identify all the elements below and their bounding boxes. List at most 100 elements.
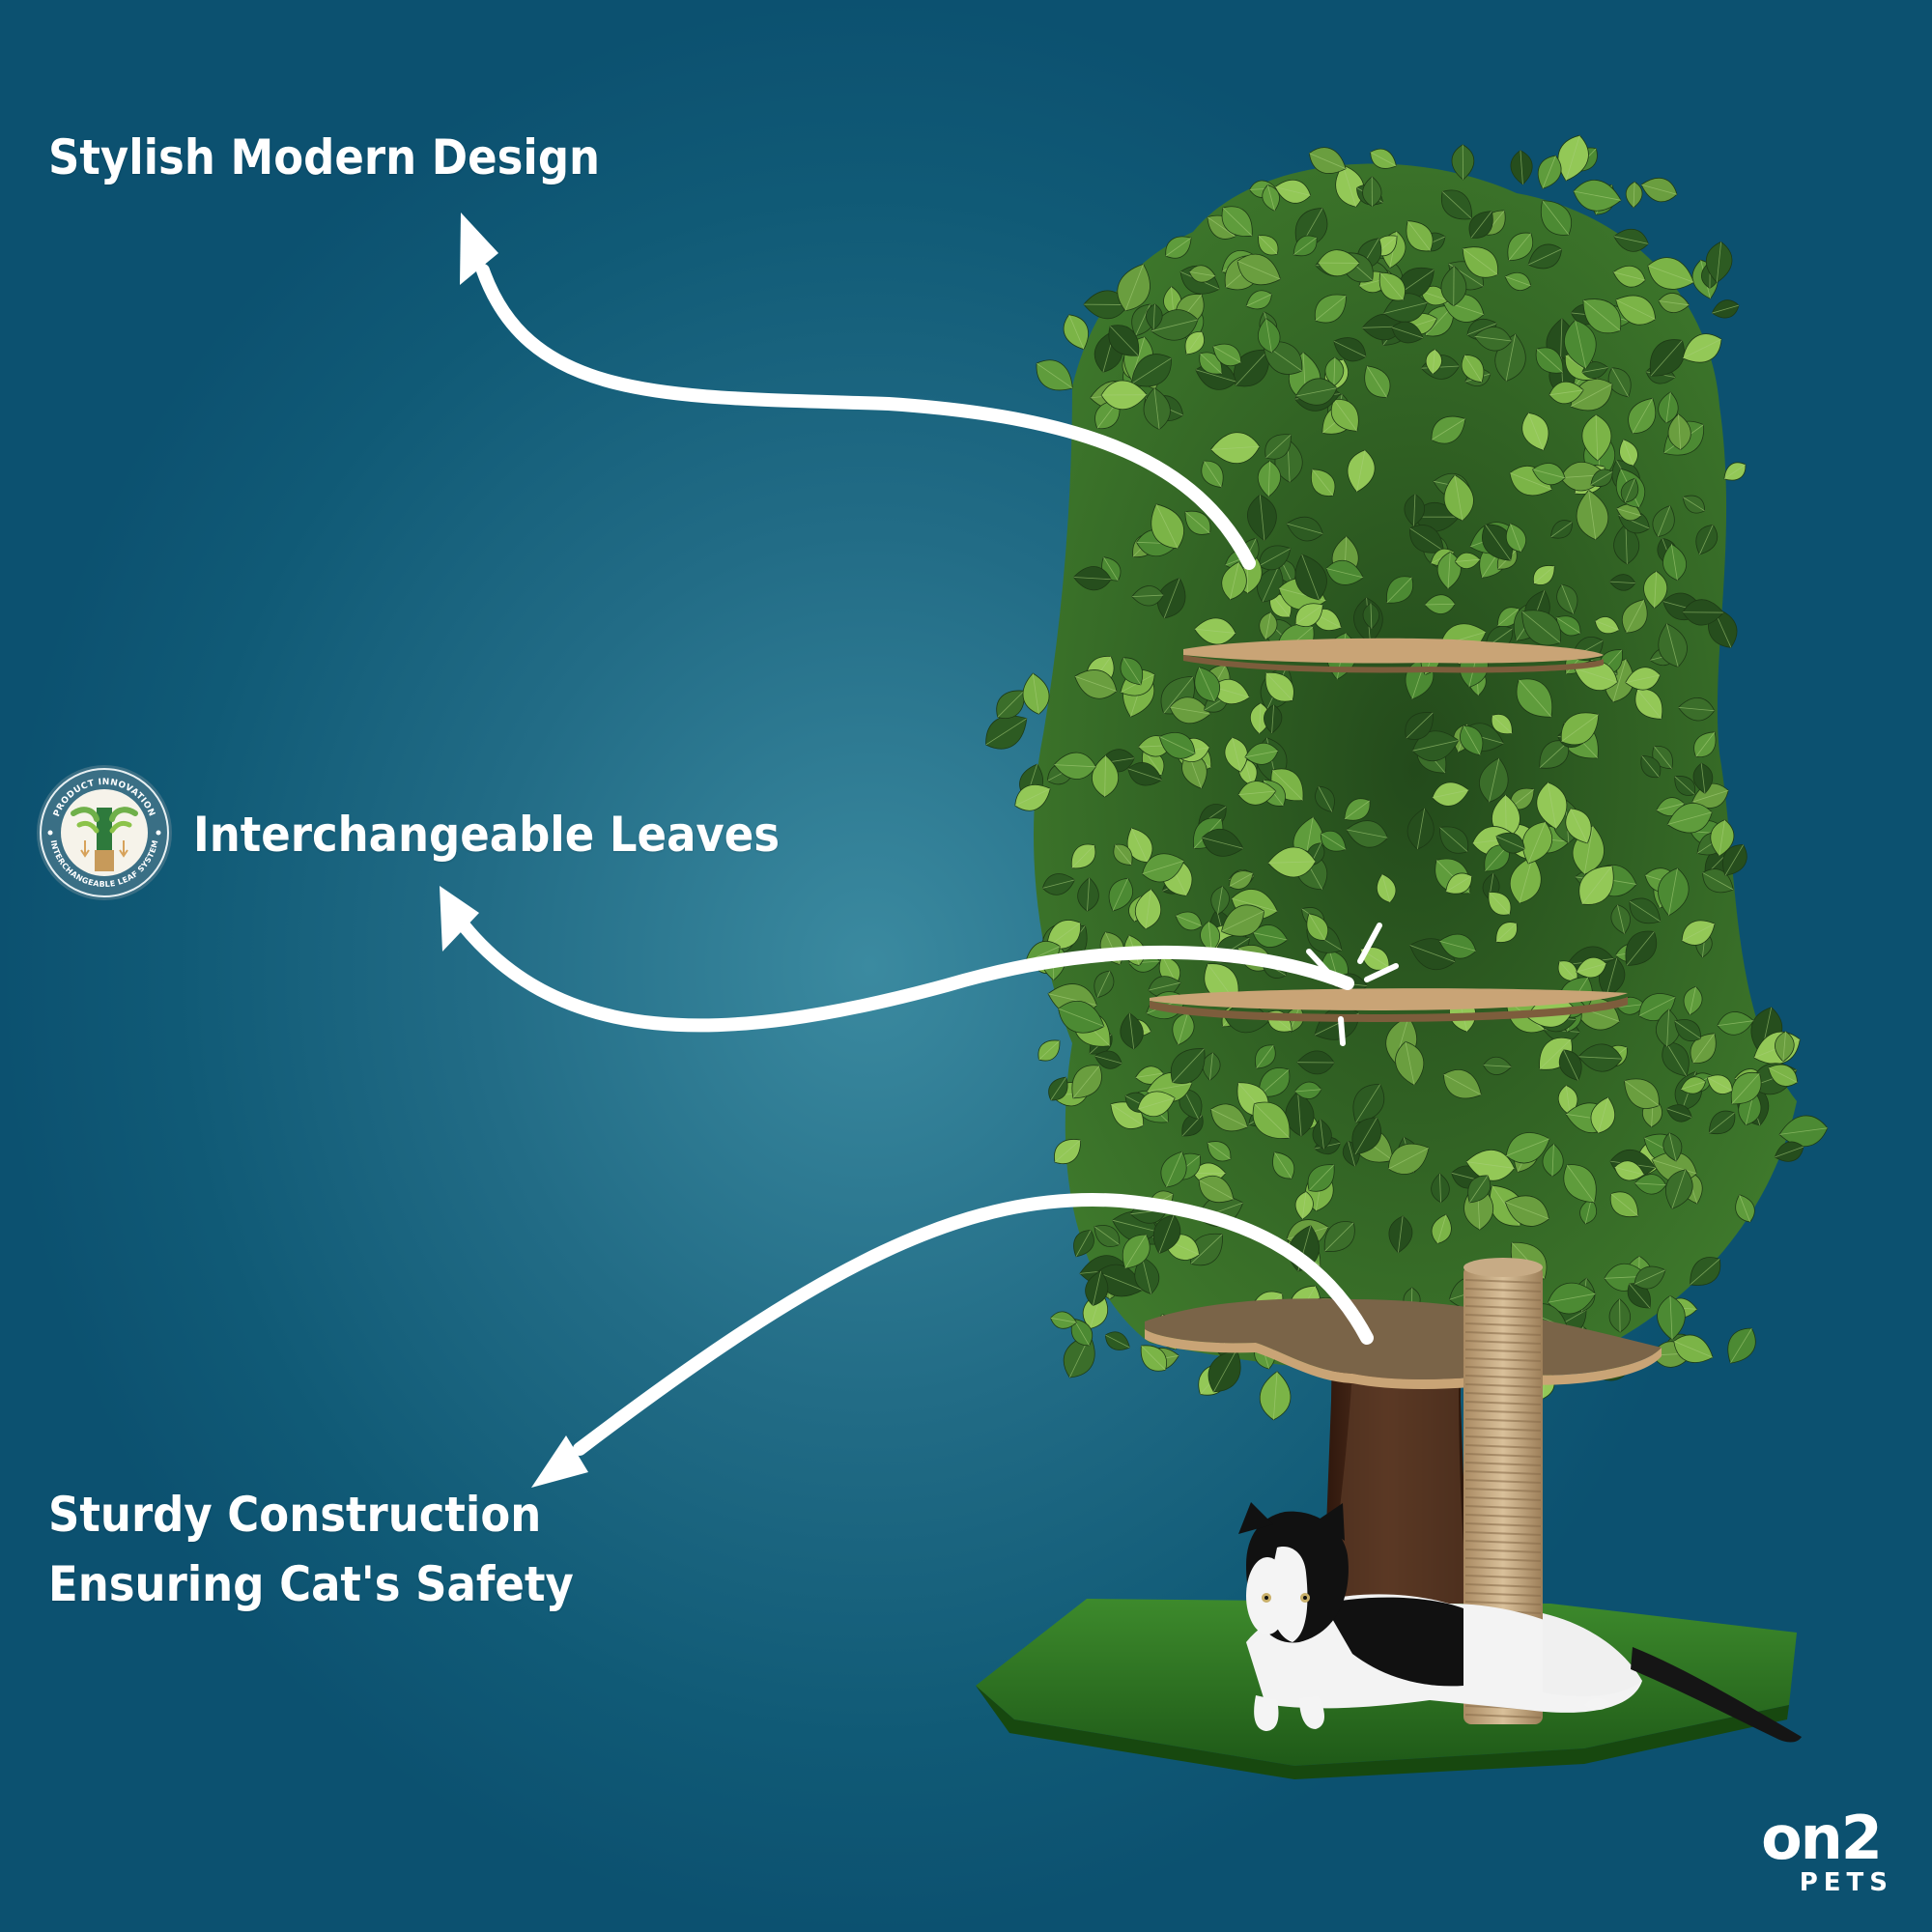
feature-sturdy-line2: Ensuring Cat's Safety	[48, 1556, 574, 1612]
leaf	[1364, 365, 1391, 398]
leaf-vein	[1712, 304, 1740, 314]
leaf-vein	[1370, 152, 1397, 167]
leaf-vein	[1152, 303, 1155, 330]
leaf-vein	[1265, 672, 1293, 701]
leaf-vein	[1610, 1193, 1639, 1217]
leaf-vein	[1561, 583, 1575, 614]
leaf-vein	[1576, 963, 1606, 973]
leaf	[1194, 667, 1220, 702]
leaf-vein	[1309, 153, 1347, 170]
leaf-vein	[1692, 1033, 1716, 1064]
leaf-vein	[1614, 1166, 1645, 1176]
leaf-vein	[1014, 788, 1051, 807]
leaf-vein	[1096, 1271, 1143, 1291]
arrows	[457, 264, 1374, 1456]
leaf-vein	[1321, 833, 1347, 850]
leaf	[1063, 314, 1089, 351]
leaf-vein	[1565, 135, 1580, 182]
leaf-vein	[1165, 237, 1192, 257]
arrow-sturdy	[573, 1193, 1374, 1456]
leaf-vein	[1674, 776, 1695, 795]
leaf-vein	[1439, 1173, 1441, 1203]
leaf-vein	[1038, 1040, 1061, 1061]
leaf-vein	[1505, 1138, 1550, 1156]
rope-line	[1464, 1392, 1542, 1397]
leaf-vein	[1267, 461, 1270, 497]
leaf-vein	[1581, 367, 1608, 373]
leaf-vein	[1625, 524, 1628, 564]
leaf-vein	[1073, 577, 1112, 581]
leaf-vein	[1629, 900, 1661, 923]
leaf-vein	[1625, 674, 1661, 683]
leaf-vein	[1636, 689, 1662, 720]
leaf	[1122, 1234, 1151, 1269]
leaf-vein	[1563, 1049, 1579, 1081]
leaf-vein	[1439, 827, 1468, 852]
rope-line	[1464, 1479, 1542, 1484]
leaf-vein	[1105, 1334, 1130, 1349]
leaf-vein	[1581, 865, 1613, 905]
leaf-vein	[1366, 365, 1387, 398]
innovation-badge-icon: PRODUCT INNOVATION INTERCHANGEABLE LEAF …	[37, 765, 172, 900]
leaf-vein	[1570, 384, 1613, 408]
rope-line	[1464, 1496, 1542, 1501]
leaf-vein	[1565, 1085, 1571, 1116]
leaf-vein	[1172, 1048, 1205, 1083]
leaf	[1201, 460, 1224, 488]
leaf-vein	[1207, 1142, 1232, 1160]
leaf-vein	[1624, 1080, 1660, 1106]
leaf-vein	[1050, 1317, 1077, 1323]
leaf-vein	[1208, 921, 1212, 952]
leaf-vein	[1320, 1119, 1324, 1150]
rope-line	[1464, 1531, 1542, 1536]
leaf-vein	[1590, 471, 1613, 486]
leaf	[1682, 333, 1722, 363]
leaf-vein	[1324, 1222, 1354, 1252]
leaf-vein	[1702, 872, 1734, 891]
leaf	[1117, 263, 1151, 312]
leaf-vein	[1605, 957, 1618, 998]
leaf-vein	[1124, 264, 1144, 311]
leaf	[1443, 1069, 1482, 1099]
rope-line	[1464, 1331, 1542, 1336]
leaf-vein	[1657, 505, 1671, 537]
leaf-vein	[1617, 904, 1625, 934]
leaf-vein	[1680, 1081, 1706, 1091]
leaf-vein	[1495, 836, 1525, 850]
leaf-vein	[1301, 554, 1320, 600]
leaf-vein	[1615, 298, 1656, 320]
rope-line	[1464, 1583, 1542, 1588]
leaf-vein	[1094, 1226, 1120, 1245]
leaf-vein	[1151, 319, 1199, 332]
leaf-vein	[1669, 1295, 1673, 1340]
leaf-vein	[1570, 808, 1588, 844]
leaf-vein	[1613, 236, 1649, 244]
leaf-vein	[1318, 785, 1333, 812]
leaf-vein	[1185, 331, 1203, 355]
leaf-vein	[1667, 811, 1713, 825]
leaf-vein	[1542, 156, 1556, 189]
leaf-vein	[1739, 1194, 1751, 1223]
leaf-vein	[1388, 1147, 1430, 1170]
feature-leaves-label: Interchangeable Leaves	[193, 807, 781, 863]
leaf-vein	[1087, 877, 1091, 912]
leaf-vein	[1259, 548, 1292, 567]
leaf-vein	[1346, 829, 1388, 838]
leaf-vein	[1135, 1072, 1164, 1078]
leaf-vein	[1578, 1056, 1623, 1060]
leaf-vein	[1054, 1139, 1081, 1163]
feature-sturdy-label: Sturdy Construction Ensuring Cat's Safet…	[48, 1480, 574, 1619]
leaf-vein	[1779, 1127, 1828, 1135]
leaf-vein	[1354, 1117, 1378, 1155]
leaf-vein	[1640, 184, 1678, 195]
leaf-vein	[1638, 996, 1676, 1016]
leaf-vein	[1432, 789, 1469, 799]
leaf	[1652, 505, 1675, 538]
leaf-vein	[1175, 915, 1203, 926]
leaf-vein	[1286, 523, 1323, 534]
leaf-vein	[1236, 260, 1281, 280]
leaf-vein	[1547, 781, 1557, 830]
leaf-vein	[1155, 503, 1179, 550]
leaf-vein	[997, 690, 1025, 718]
